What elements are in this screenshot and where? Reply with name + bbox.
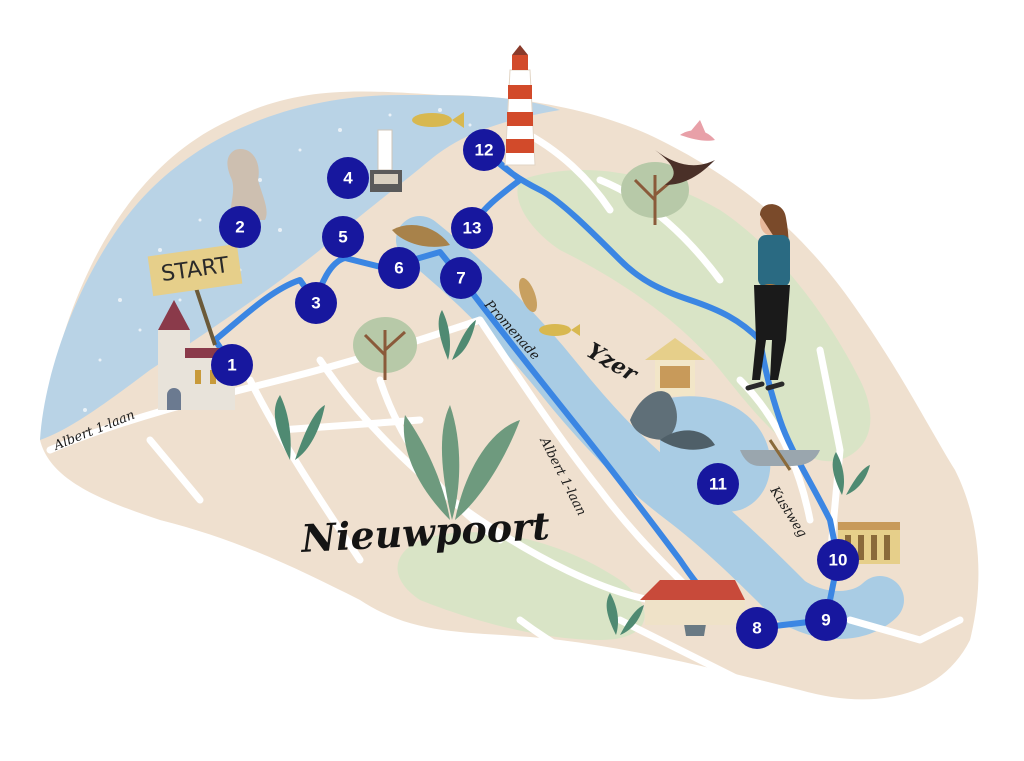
stop-marker-label: 1: [227, 356, 236, 375]
stop-marker-circle: [463, 129, 505, 171]
stop-marker-label: 11: [709, 475, 727, 494]
park-area-south: [397, 532, 645, 640]
stop-marker-circle: [295, 282, 337, 324]
stop-marker-7[interactable]: 7: [440, 257, 482, 299]
statue-icon: [227, 149, 267, 220]
stop-marker-label: 10: [829, 551, 848, 570]
stop-marker-9[interactable]: 9: [805, 599, 847, 641]
fish-icon: [539, 324, 580, 336]
stop-marker-10[interactable]: 10: [817, 539, 859, 581]
stop-marker-label: 8: [752, 619, 761, 638]
river-yzer: [396, 216, 904, 639]
driftwood-icon: [392, 225, 450, 247]
plant-icon: [403, 405, 520, 520]
walking-route-line: [212, 147, 841, 631]
bird-icon: [655, 150, 715, 185]
plant-icon: [438, 310, 476, 360]
hiker-icon: [745, 204, 790, 391]
stop-marker-circle: [440, 257, 482, 299]
plant-icon: [606, 593, 644, 635]
stop-marker-label: 4: [343, 169, 353, 188]
stop-marker-2[interactable]: 2: [219, 206, 261, 248]
stop-marker-label: 7: [456, 269, 465, 288]
boat-icon: [740, 439, 820, 471]
stop-marker-5[interactable]: 5: [322, 216, 364, 258]
fish-icon: [518, 277, 538, 313]
stop-marker-label: 12: [475, 141, 494, 160]
stop-marker-circle: [736, 607, 778, 649]
stop-marker-circle: [451, 207, 493, 249]
stop-marker-4[interactable]: 4: [327, 157, 369, 199]
stop-marker-circle: [211, 344, 253, 386]
stop-marker-12[interactable]: 12: [463, 129, 505, 171]
stop-marker-label: 2: [235, 218, 244, 237]
harbor-basin: [660, 396, 771, 512]
fish-icon: [412, 112, 464, 128]
stop-marker-3[interactable]: 3: [295, 282, 337, 324]
plant-icon: [832, 452, 870, 495]
tree-icon: [353, 317, 417, 380]
bird-icon: [680, 120, 715, 141]
stop-marker-circle: [817, 539, 859, 581]
lighthouse-icon: [504, 45, 536, 166]
stop-marker-circle: [805, 599, 847, 641]
stop-marker-8[interactable]: 8: [736, 607, 778, 649]
seal-icon: [630, 391, 715, 450]
stop-marker-circle: [219, 206, 261, 248]
stop-marker-label: 3: [311, 294, 320, 313]
start-sign: START: [147, 243, 243, 346]
market-house-icon: [640, 580, 745, 625]
stop-marker-13[interactable]: 13: [451, 207, 493, 249]
stop-marker-6[interactable]: 6: [378, 247, 420, 289]
stop-marker-label: 6: [394, 259, 403, 278]
stop-marker-11[interactable]: 11: [697, 463, 739, 505]
stop-marker-circle: [697, 463, 739, 505]
pavilion-icon: [645, 338, 705, 396]
stop-marker-1[interactable]: 1: [211, 344, 253, 386]
plant-icon: [274, 395, 325, 460]
stop-marker-label: 13: [463, 219, 482, 238]
stop-marker-circle: [378, 247, 420, 289]
stop-marker-label: 5: [338, 228, 347, 247]
harbor-light-icon: [370, 129, 402, 192]
stop-marker-circle: [327, 157, 369, 199]
stop-marker-label: 9: [821, 611, 830, 630]
stop-marker-circle: [322, 216, 364, 258]
